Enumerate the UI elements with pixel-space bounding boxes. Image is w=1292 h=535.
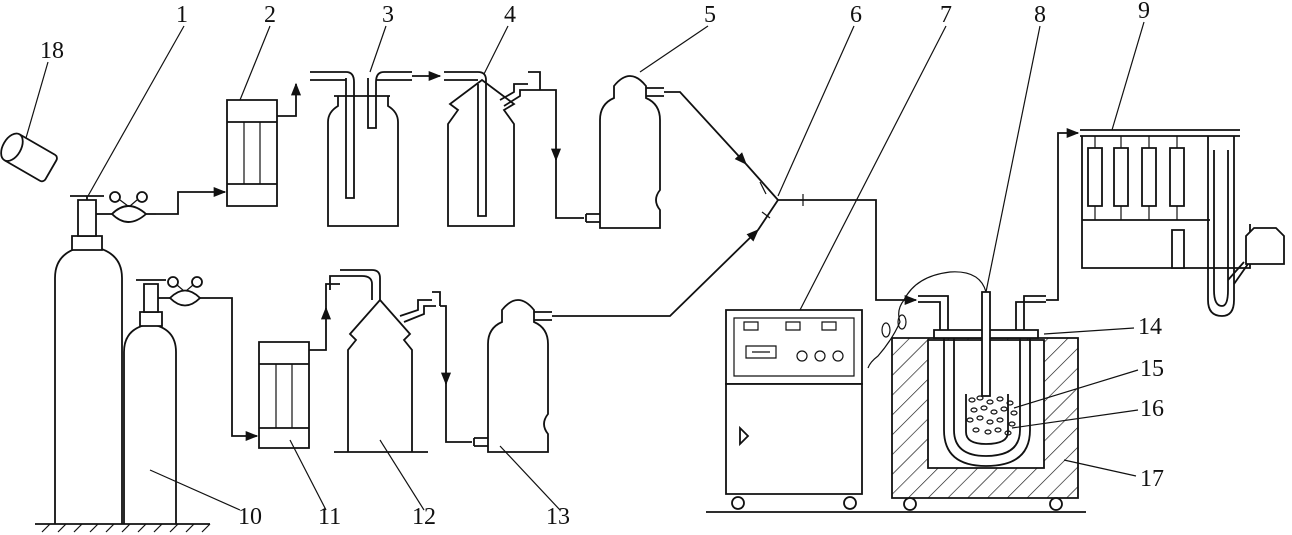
callout-8: 8: [1034, 2, 1046, 28]
absorption-unit-9: [1080, 130, 1284, 316]
furnace-tubes: [918, 296, 1046, 330]
generator-bottle-12: [330, 270, 440, 452]
callout-1: 1: [176, 2, 188, 28]
callout-4: 4: [504, 2, 516, 28]
callout-9: 9: [1138, 0, 1150, 24]
callout-3: 3: [382, 2, 394, 28]
callout-6: 6: [850, 2, 862, 28]
callout-13: 13: [546, 504, 570, 530]
separator-bottle-5: [586, 76, 664, 228]
callout-7: 7: [940, 2, 952, 28]
leader-lines: [26, 22, 1144, 510]
callout-18: 18: [40, 38, 64, 64]
callout-10: 10: [238, 504, 262, 530]
separator-bottle-13: [474, 300, 552, 452]
gas-lines: [156, 70, 1080, 442]
sample-pellets-16: [967, 396, 1017, 435]
reservoir-bottle-4: [444, 72, 540, 226]
drying-column-2: [227, 100, 277, 206]
gas-cylinder-1: [55, 192, 156, 524]
callout-11: 11: [318, 504, 341, 530]
callout-16: 16: [1140, 396, 1164, 422]
callout-5: 5: [704, 2, 716, 28]
wash-bottle-3: [310, 72, 412, 226]
callout-17: 17: [1140, 466, 1164, 492]
callout-15: 15: [1140, 356, 1164, 382]
drying-column-11: [259, 342, 309, 448]
callout-12: 12: [412, 504, 436, 530]
ground-left: [35, 524, 210, 532]
controller-cabinet-7: [726, 310, 862, 509]
cylinder-cap-18: [0, 130, 58, 183]
callout-14: 14: [1138, 314, 1162, 340]
gas-cylinder-10: [124, 277, 210, 524]
callout-2: 2: [264, 2, 276, 28]
reaction-tube-15: [944, 338, 1030, 466]
